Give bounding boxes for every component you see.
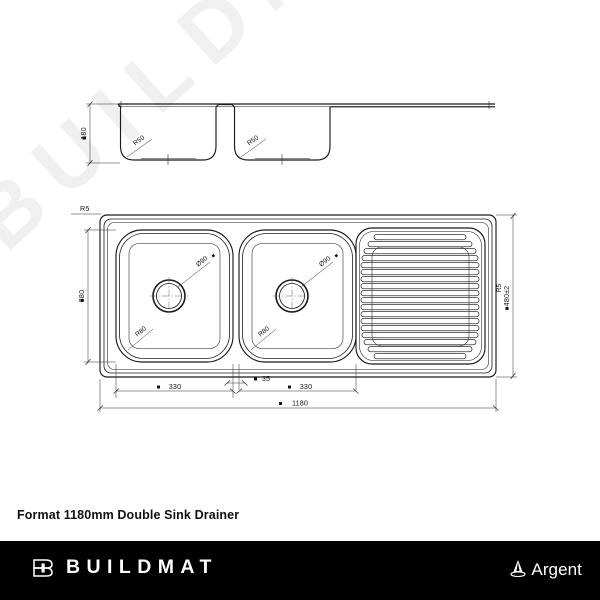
drainer-rib <box>363 248 477 255</box>
elevation-r50-right-leader <box>240 138 267 158</box>
drainer-rib <box>360 276 480 283</box>
plan-330-left-ref-marker <box>157 385 160 389</box>
plan-35-label: 35 <box>262 374 270 383</box>
elevation-height-arrow-top <box>87 101 93 108</box>
plan-drainer-outline <box>355 227 486 365</box>
plan-right-waste-leader <box>300 261 334 288</box>
drainer-rib <box>367 241 473 248</box>
drainer-rib <box>367 346 473 353</box>
plan-1180-ref-marker <box>279 402 282 405</box>
drainer-rib <box>360 290 480 297</box>
elevation-bowl-divider <box>215 103 235 108</box>
elevation-view: 180 R50 R50 <box>79 101 495 167</box>
drainer-rib <box>360 318 480 325</box>
product-title: Format 1180mm Double Sink Drainer <box>17 508 240 522</box>
plan-right-r80-label: R80 <box>257 325 271 338</box>
plan-1180-label: 1180 <box>292 399 308 408</box>
drainer-rib <box>360 325 480 332</box>
plan-left-bowl-outer <box>115 229 234 363</box>
technical-drawing: 180 R50 R50 <box>71 101 517 412</box>
plan-330-right-label: 330 <box>300 382 312 391</box>
drainer-rib <box>373 234 467 241</box>
drainer-rib <box>360 262 480 269</box>
footer-bar: BUILDMAT Argent <box>0 541 600 600</box>
plan-35-ref-marker <box>254 377 257 381</box>
buildmat-wordmark: BUILDMAT <box>66 556 218 579</box>
plan-480-dim-label: 480±2 <box>502 286 511 307</box>
plan-330-right-ref-marker <box>288 385 291 389</box>
plan-right-r80-leader <box>250 328 277 351</box>
plan-left-r80-label: R80 <box>134 325 148 338</box>
plan-r5-label: R5 <box>80 204 89 213</box>
drainer-rib <box>360 283 480 290</box>
plan-left-r80-leader <box>127 328 154 351</box>
plan-330-left-arrow-r <box>229 388 236 394</box>
argent-flame-icon <box>510 560 526 578</box>
plan-330-right-arrow-r <box>352 388 359 394</box>
elevation-height-ref-marker <box>82 136 86 140</box>
plan-right-bowl-inner <box>242 233 353 359</box>
argent-wordmark: Argent <box>531 559 582 579</box>
plan-380-arrow-top <box>85 227 91 234</box>
drainer-rib <box>373 353 467 360</box>
drainer-rib <box>360 311 480 318</box>
plan-drainer-ribs <box>360 234 480 360</box>
plan-left-bowl-inner <box>119 233 230 359</box>
drainer-rib <box>361 332 479 339</box>
plan-330-left-arrow-l <box>113 388 120 394</box>
plan-outer-body <box>99 214 497 378</box>
plan-view: Ø90 R80 Ø90 R80 <box>71 204 517 412</box>
plan-1180-arrow-l <box>97 405 104 411</box>
plan-480-arrow-top <box>510 212 516 220</box>
elevation-r50-left-leader <box>126 138 153 158</box>
buildmat-logo[interactable]: BUILDMAT <box>31 555 218 581</box>
plan-330-right-arrow-l <box>236 388 243 394</box>
plan-380-ref-marker <box>80 299 84 302</box>
elevation-height-dim-label: 180 <box>79 127 88 139</box>
plan-side-label: R5 <box>496 283 503 292</box>
buildmat-logo-icon <box>33 559 53 577</box>
drainer-rib <box>360 269 480 276</box>
plan-right-bowl-outer <box>238 229 357 363</box>
drainer-rib <box>360 297 480 304</box>
plan-35-arrow-r <box>241 380 248 386</box>
elevation-r50-right-label: R50 <box>246 134 260 147</box>
elevation-height-arrow-bottom <box>87 159 93 167</box>
elevation-right-bowl <box>233 106 331 161</box>
plan-right-waste-ref-marker <box>334 253 339 258</box>
plan-left-waste-ref-marker <box>211 253 216 258</box>
plan-right-waste-label: Ø90 <box>318 255 332 268</box>
plan-left-waste-label: Ø90 <box>195 255 209 268</box>
elevation-r50-left-label: R50 <box>132 134 146 147</box>
plan-380-arrow-bottom <box>85 358 91 366</box>
plan-35-arrow-l <box>224 380 231 386</box>
plan-380-dim-label: 380 <box>77 290 86 302</box>
plan-1180-arrow-r <box>492 405 499 411</box>
plan-right-bowl-base <box>251 243 344 349</box>
plan-left-waste-leader <box>177 261 211 288</box>
drainer-rib <box>363 339 477 346</box>
plan-rim-line-2 <box>107 222 489 370</box>
drainer-rib <box>361 255 479 262</box>
plan-480-ref-marker <box>505 307 509 310</box>
plan-rim-line-1 <box>103 218 493 374</box>
drainer-rib <box>360 304 480 311</box>
argent-logo[interactable]: Argent <box>508 558 582 580</box>
plan-drainer-outline-inner <box>359 231 482 361</box>
plan-330-left-label: 330 <box>169 382 181 391</box>
plan-480-arrow-bottom <box>510 372 516 380</box>
elevation-left-bowl <box>117 103 217 161</box>
plan-left-bowl-base <box>128 243 221 349</box>
plan-drainer-field <box>371 246 470 347</box>
